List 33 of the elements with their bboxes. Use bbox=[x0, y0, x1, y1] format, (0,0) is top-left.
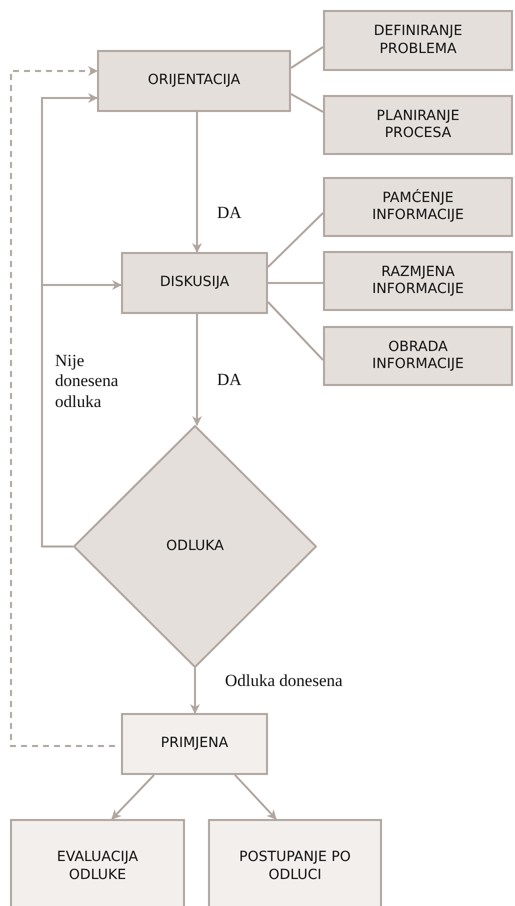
connector-line bbox=[267, 301, 324, 361]
box-label: RAZMJENA INFORMACIJE bbox=[371, 264, 465, 298]
arrow bbox=[10, 66, 115, 747]
box-label: ODLUKA bbox=[166, 538, 224, 556]
arrow bbox=[234, 774, 277, 820]
arrow bbox=[192, 112, 202, 253]
box-label: PAMĆENJE INFORMACIJE bbox=[371, 190, 465, 224]
box-label: DISKUSIJA bbox=[158, 274, 230, 292]
process-box bbox=[323, 177, 513, 237]
box-label: PRIMJENA bbox=[160, 735, 230, 753]
process-box bbox=[323, 95, 513, 155]
box-label: OBRADA INFORMACIJE bbox=[371, 338, 465, 374]
connector-line bbox=[267, 212, 324, 268]
connector-line bbox=[268, 282, 323, 284]
process-box bbox=[121, 252, 268, 314]
box-label: PLANIRANJE PROCESA bbox=[376, 108, 460, 142]
box-label: POSTUPANJE PO ODLUCI bbox=[238, 849, 352, 884]
arrow bbox=[192, 314, 202, 426]
process-box bbox=[208, 819, 382, 906]
process-box bbox=[121, 713, 268, 775]
arrow bbox=[41, 280, 122, 548]
process-box bbox=[97, 50, 291, 112]
process-box bbox=[10, 819, 185, 906]
connector-line bbox=[290, 46, 324, 69]
box-label: DEFINIRANJE PROBLEMA bbox=[372, 23, 464, 58]
process-box bbox=[323, 326, 513, 386]
process-box bbox=[323, 251, 513, 311]
box-label: EVALUACIJA ODLUKE bbox=[56, 849, 140, 884]
arrow bbox=[190, 668, 200, 714]
connector-line bbox=[290, 93, 324, 113]
process-box bbox=[323, 10, 513, 71]
box-label: ORIJENTACIJA bbox=[146, 72, 242, 90]
arrow bbox=[111, 774, 155, 820]
